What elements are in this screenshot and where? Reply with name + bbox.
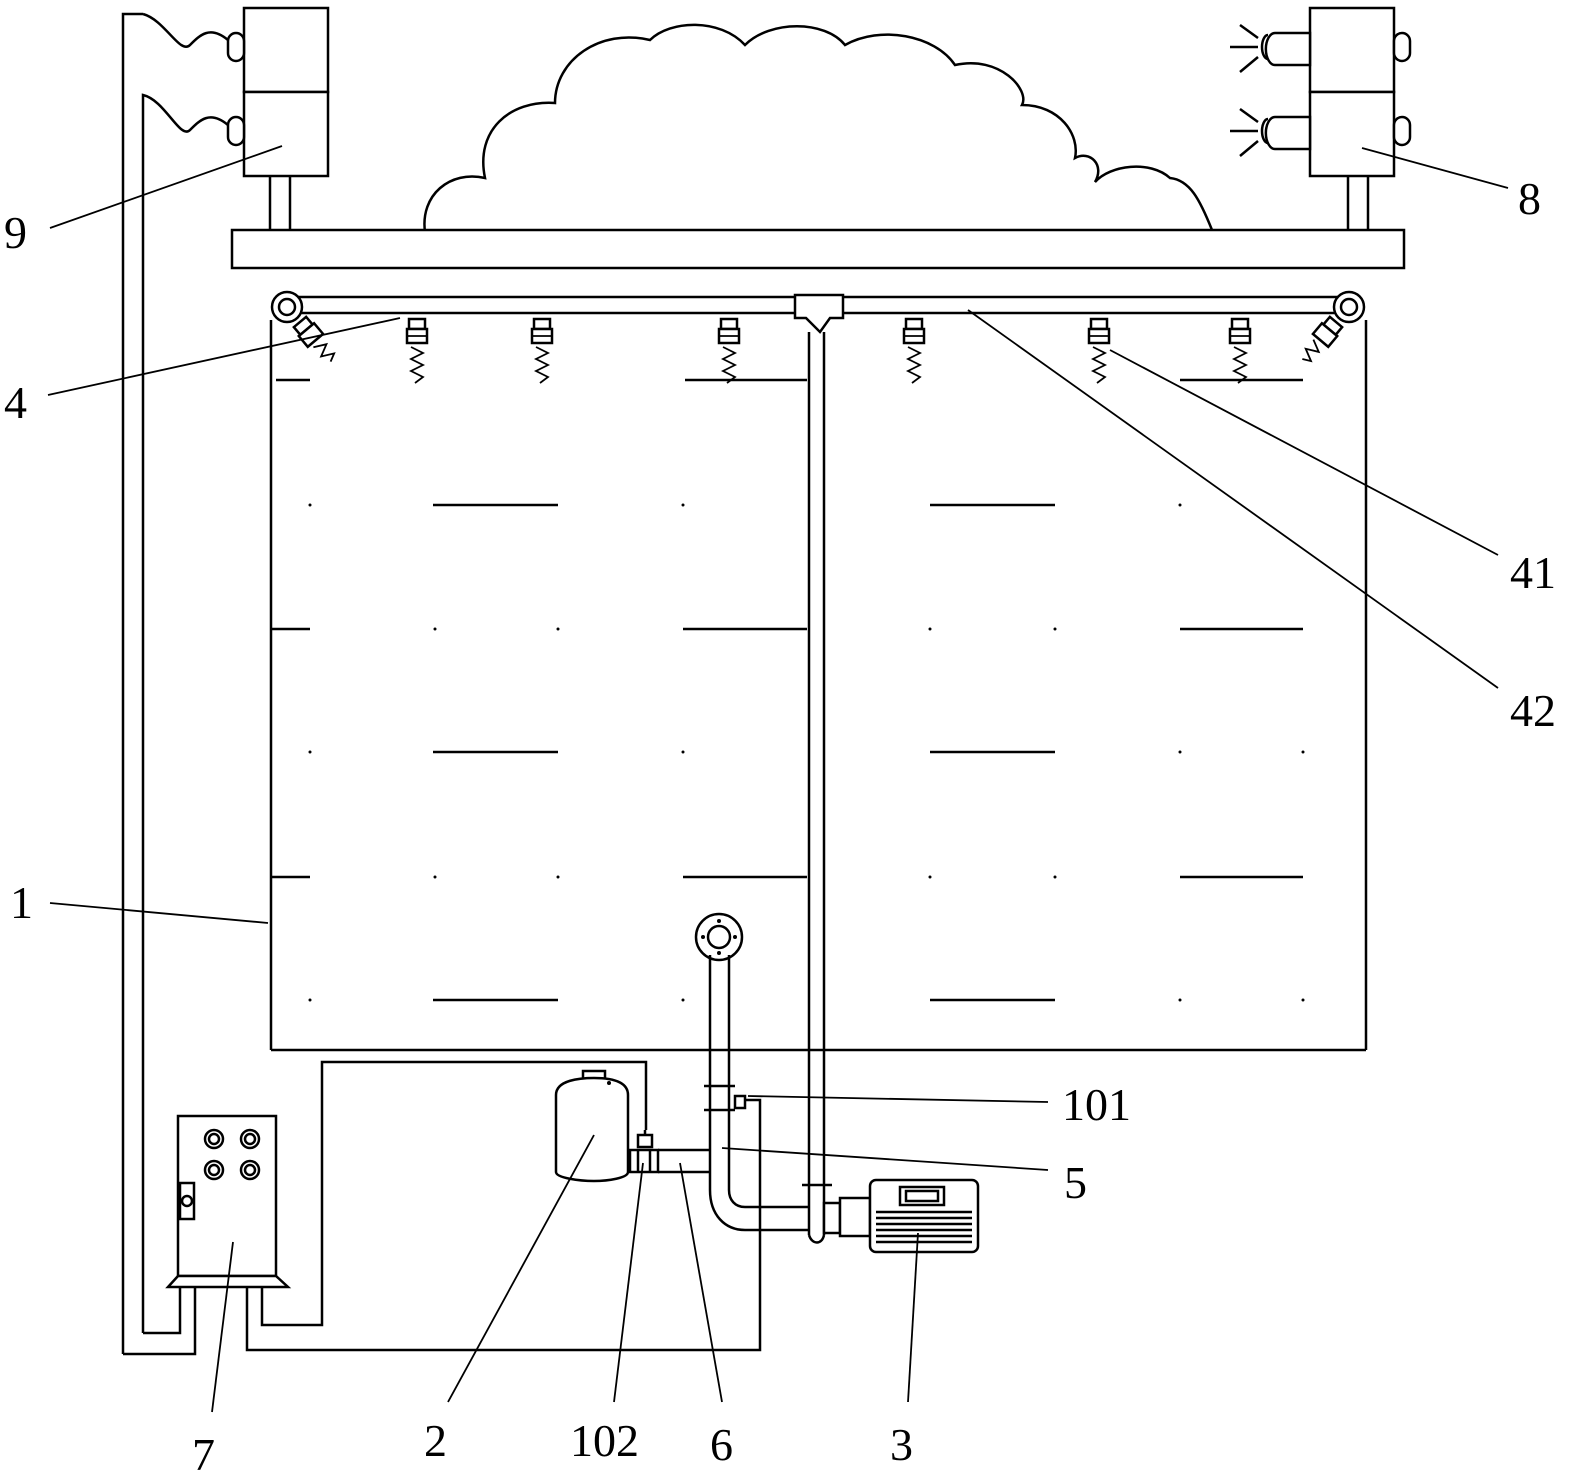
control-wires (245, 1060, 762, 1352)
water-pattern (271, 378, 1305, 1002)
cloud (423, 23, 1214, 233)
label-1: 1 (10, 877, 33, 928)
pump-3 (822, 1178, 980, 1254)
nozzle (902, 317, 926, 384)
label-7: 7 (192, 1429, 215, 1480)
tank-1 (269, 320, 1368, 1052)
nozzle (405, 317, 429, 384)
label-102: 102 (570, 1415, 639, 1466)
left-cable (121, 12, 229, 1356)
label-8: 8 (1518, 173, 1541, 224)
label-9: 9 (4, 207, 27, 258)
label-101: 101 (1062, 1079, 1131, 1130)
label-42: 42 (1510, 685, 1556, 736)
riser-pipe (802, 332, 832, 1244)
label-2: 2 (424, 1415, 447, 1466)
nozzles-41 (292, 315, 1344, 384)
pipe-6 (628, 1130, 710, 1174)
top-beam (230, 228, 1406, 270)
label-6: 6 (710, 1419, 733, 1470)
control-box-7 (165, 1114, 292, 1289)
nozzle (717, 317, 741, 384)
dosing-tank-2 (554, 1069, 630, 1183)
nozzle-angled-right (1302, 315, 1344, 363)
light-unit-8 (1230, 6, 1412, 230)
nozzle (1087, 317, 1111, 384)
nozzle (530, 317, 554, 384)
spray-pipe-42 (270, 290, 1366, 334)
label-4: 4 (4, 377, 27, 428)
nozzle-angled-left (292, 315, 336, 362)
sound-unit-9 (226, 6, 330, 230)
label-41: 41 (1510, 547, 1556, 598)
reference-labels: 9 8 4 41 42 1 101 5 2 102 6 3 7 (4, 173, 1556, 1480)
inlet-pipe-5 (694, 912, 808, 1232)
label-5: 5 (1064, 1157, 1087, 1208)
nozzle (1228, 317, 1252, 384)
label-3: 3 (890, 1419, 913, 1470)
leader-lines (47, 145, 1509, 1413)
